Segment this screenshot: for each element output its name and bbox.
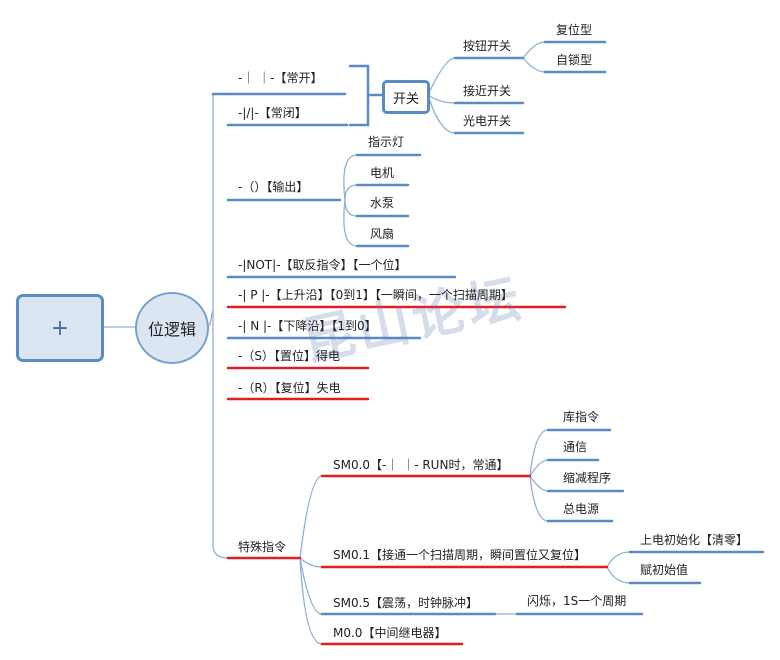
node-p[interactable]: -| P |-【上升沿】【0到1】【一瞬间，一个扫描周期】 [238, 288, 513, 302]
node-reset-type[interactable]: 复位型 [556, 23, 593, 37]
node-set[interactable]: -（S）【置位】得电 [238, 349, 340, 363]
node-reduce[interactable]: 缩减程序 [563, 471, 612, 485]
node-n[interactable]: -| N |-【下降沿】【1到0】 [238, 319, 377, 333]
switch-node[interactable]: 开关 [382, 80, 430, 114]
node-button-switch[interactable]: 按钮开关 [463, 39, 512, 53]
node-proximity-switch[interactable]: 接近开关 [463, 84, 512, 98]
node-special[interactable]: 特殊指令 [238, 540, 287, 554]
node-output[interactable]: -（）【输出】 [238, 180, 309, 194]
node-sm01[interactable]: SM0.1【接通一个扫描周期，瞬间置位又复位】 [333, 548, 587, 562]
node-blink[interactable]: 闪烁，1S一个周期 [527, 594, 627, 608]
node-sm05[interactable]: SM0.5【震荡，时钟脉冲】 [333, 596, 479, 610]
add-node-button[interactable]: + [16, 294, 104, 362]
node-normally-open[interactable]: -｜ ｜-【常开】 [238, 71, 323, 85]
node-library[interactable]: 库指令 [563, 410, 600, 424]
node-power-init[interactable]: 上电初始化【清零】 [640, 533, 749, 547]
node-main-power[interactable]: 总电源 [563, 502, 600, 516]
node-normally-closed[interactable]: -|/|-【常闭】 [238, 106, 307, 120]
node-init-value[interactable]: 赋初始值 [640, 563, 689, 577]
node-pump[interactable]: 水泵 [370, 196, 395, 210]
node-motor[interactable]: 电机 [370, 166, 395, 180]
node-photo-switch[interactable]: 光电开关 [463, 114, 512, 128]
node-fan[interactable]: 风扇 [370, 227, 395, 241]
node-sm00[interactable]: SM0.0【-｜ ｜- RUN时，常通】 [333, 458, 509, 472]
node-not[interactable]: -|NOT|-【取反指令】【一个位】 [238, 258, 407, 272]
node-m00[interactable]: M0.0【中间继电器】 [333, 626, 447, 640]
node-reset[interactable]: -（R）【复位】失电 [238, 381, 341, 395]
root-node[interactable]: 位逻辑 [135, 292, 209, 364]
node-self-lock[interactable]: 自锁型 [556, 53, 593, 67]
node-comm[interactable]: 通信 [563, 440, 588, 454]
node-indicator[interactable]: 指示灯 [368, 135, 405, 149]
